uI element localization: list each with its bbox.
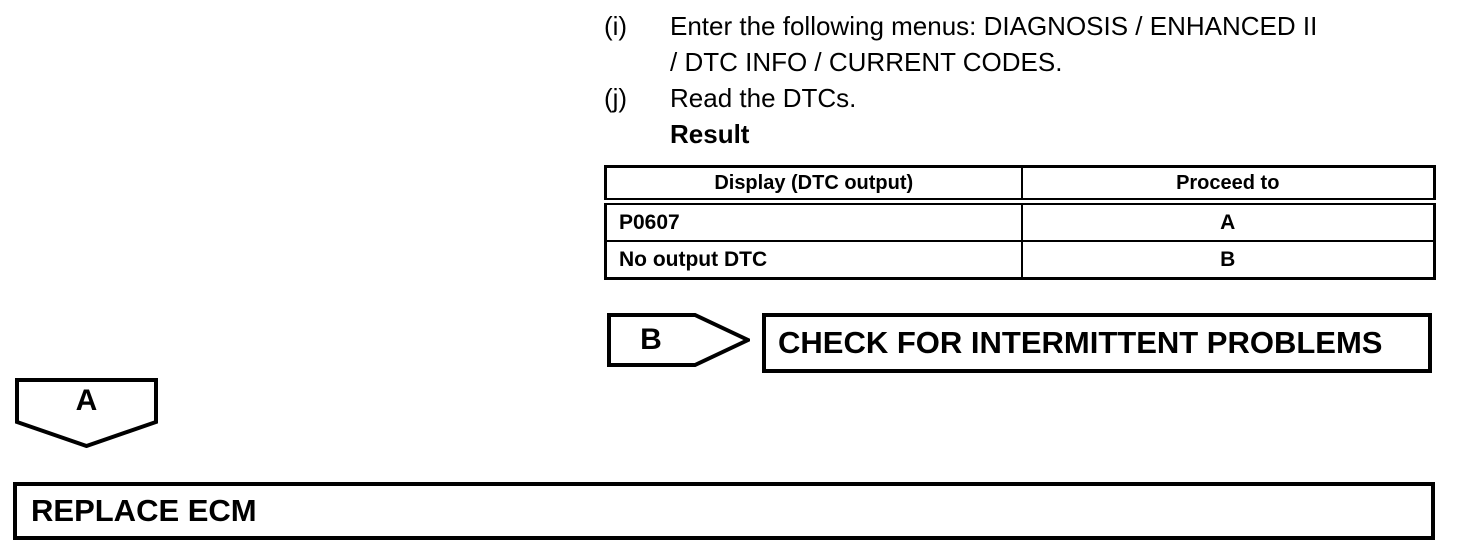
step-marker: (i) (604, 11, 628, 41)
step-text: Enter the following menus: DIAGNOSIS / E… (670, 8, 1317, 80)
table-row: P0607 A (604, 200, 1436, 242)
action-label: CHECK FOR INTERMITTENT PROBLEMS (778, 325, 1383, 360)
action-box-replace-ecm: REPLACE ECM (13, 482, 1435, 540)
connector-a-label: A (75, 384, 98, 417)
proceed-to-cell: A (1020, 200, 1436, 242)
step-text-line: Read the DTCs. (670, 83, 857, 113)
pentagon-arrow-down-icon (15, 378, 158, 448)
table-row: No output DTC B (604, 240, 1436, 280)
instruction-step-j: (j) Read the DTCs. Result (604, 80, 1317, 152)
connector-a: A (15, 378, 158, 448)
step-text-line: / DTC INFO / CURRENT CODES. (670, 47, 1063, 77)
instruction-list: (i) Enter the following menus: DIAGNOSIS… (604, 8, 1317, 152)
result-label: Result (670, 119, 750, 149)
connector-b-label: B (640, 323, 662, 356)
step-text-line: Enter the following menus: DIAGNOSIS / E… (670, 11, 1318, 41)
action-label: REPLACE ECM (31, 493, 257, 528)
step-marker: (j) (604, 83, 628, 113)
step-text: Read the DTCs. Result (670, 80, 856, 152)
table-header-display: Display (DTC output) (604, 165, 1023, 205)
pentagon-arrow-right-icon (607, 313, 750, 367)
dtc-output-cell: No output DTC (604, 240, 1023, 280)
action-box-check-intermittent: CHECK FOR INTERMITTENT PROBLEMS (762, 313, 1432, 373)
proceed-to-cell: B (1020, 240, 1436, 280)
connector-b: B (607, 313, 750, 367)
instruction-step-i: (i) Enter the following menus: DIAGNOSIS… (604, 8, 1317, 80)
table-header-proceed: Proceed to (1020, 165, 1436, 205)
dtc-output-cell: P0607 (604, 200, 1023, 242)
table-header-row: Display (DTC output) Proceed to (604, 165, 1436, 205)
result-table: Display (DTC output) Proceed to P0607 A … (604, 165, 1436, 280)
